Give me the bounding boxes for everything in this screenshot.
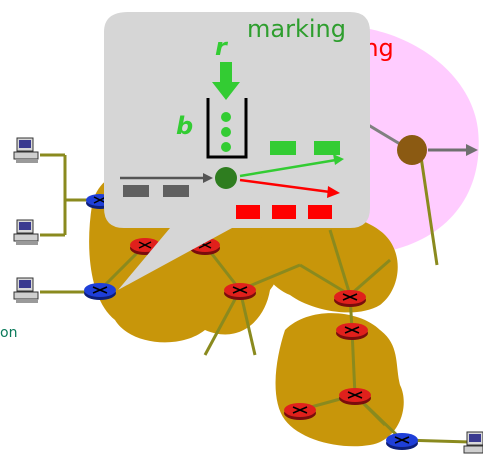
router-icon	[84, 283, 116, 300]
incoming-flow-arrowhead	[203, 173, 213, 183]
router-icon	[339, 388, 371, 405]
in-profile-arrow	[239, 158, 337, 178]
in-profile-arrowhead	[333, 154, 344, 165]
incoming-packet	[163, 185, 189, 197]
host-computer-icon	[13, 219, 39, 245]
in-profile-packet	[270, 141, 296, 155]
router-icon	[334, 290, 366, 307]
router-icon	[284, 403, 316, 420]
edge-label-fragment: on	[0, 325, 17, 341]
out-profile-packet	[272, 205, 296, 219]
token-arrow-head	[212, 82, 240, 100]
scheduler-output-arrowhead	[466, 144, 478, 156]
cloud-right	[259, 213, 398, 313]
host-computer-icon	[463, 431, 483, 454]
out-profile-packet	[308, 205, 332, 219]
token-bucket	[206, 98, 248, 159]
marking-label: marking	[247, 15, 346, 43]
out-profile-arrowhead	[327, 186, 340, 198]
incoming-packet	[123, 185, 149, 197]
bucket-symbol: b	[176, 112, 193, 140]
marker-node	[215, 167, 237, 189]
router-icon	[336, 323, 368, 340]
out-profile-arrow	[239, 178, 331, 194]
hosts	[13, 137, 483, 454]
in-profile-packet	[314, 141, 340, 155]
token-arrow-shaft	[220, 62, 232, 84]
marking-callout	[104, 12, 370, 290]
host-computer-icon	[13, 277, 39, 303]
scheduler-node	[397, 135, 427, 165]
router-icon	[224, 283, 256, 300]
router-icon	[386, 433, 418, 450]
rate-symbol: r	[215, 33, 229, 61]
token	[221, 112, 231, 122]
token	[221, 127, 231, 137]
token	[221, 142, 231, 152]
out-profile-packet	[236, 205, 260, 219]
host-computer-icon	[13, 137, 39, 163]
